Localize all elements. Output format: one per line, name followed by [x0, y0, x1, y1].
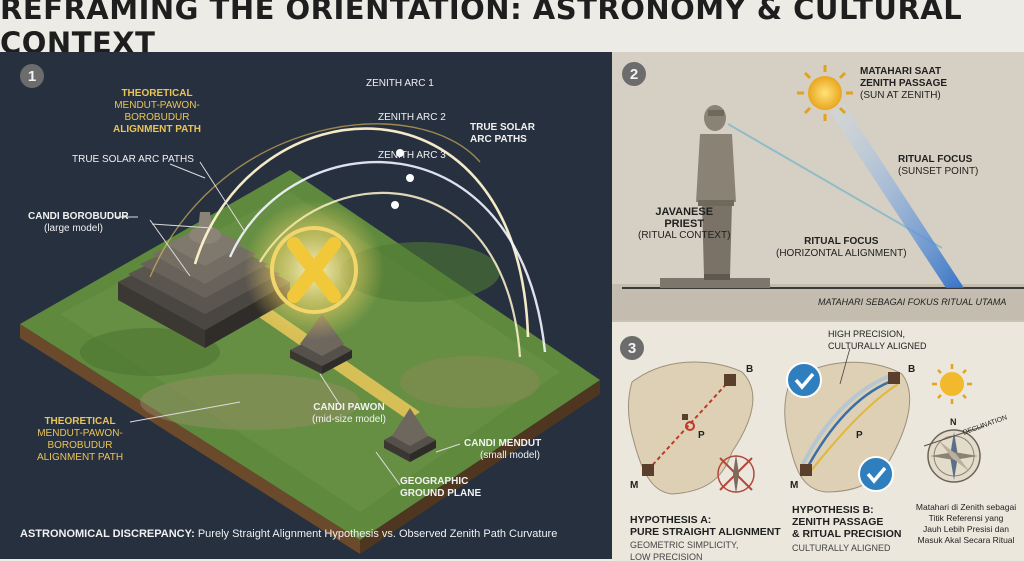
point-m-b	[800, 464, 812, 476]
priest-pedestal	[660, 278, 770, 288]
ritual-illustration	[612, 65, 1024, 320]
theoretical-path-label-top: THEORETICAL MENDUT-PAWON-BOROBUDUR ALIGN…	[113, 88, 201, 135]
borobudur-label: CANDI BOROBUDUR (large model)	[28, 211, 129, 234]
panel-2-number: 2	[622, 62, 646, 86]
zenith-reference-note: Matahari di Zenith sebagai Titik Referen…	[915, 502, 1017, 545]
panel-hypotheses: 3 HIGH PRECISION, CULTURALLY ALIGNED B P…	[612, 320, 1024, 561]
label-m-b: M	[790, 480, 799, 491]
label-b-a: B	[746, 364, 754, 375]
true-solar-label-right: TRUE SOLAR ARC PATHS	[470, 122, 535, 145]
straight-alignment-line	[647, 379, 731, 471]
high-precision-label: HIGH PRECISION, CULTURALLY ALIGNED	[828, 329, 927, 351]
zenith-arc-3-label: ZENITH ARC 3	[378, 150, 446, 161]
label-p-a: P	[698, 430, 705, 441]
theoretical-path-label-bottom: THEORETICAL MENDUT-PAWON-BOROBUDUR ALIGN…	[36, 416, 124, 463]
terrain-illustration	[20, 123, 600, 554]
sun-icon	[797, 65, 853, 121]
sun-beam	[830, 104, 964, 288]
check-icon	[858, 456, 894, 492]
label-p-b: P	[856, 430, 863, 441]
panel-ritual-context: 2 MATAHARI SAAT ZENITH PASSAGE (SUN AT Z…	[612, 52, 1024, 320]
check-icon	[786, 362, 822, 398]
point-m-a	[642, 464, 654, 476]
hypothesis-b-title: HYPOTHESIS B: ZENITH PASSAGE & RITUAL PR…	[792, 504, 902, 540]
point-b-a	[724, 374, 736, 386]
sun-zenith-label: MATAHARI SAAT ZENITH PASSAGE (SUN AT ZEN…	[860, 66, 948, 101]
point-b-b	[888, 372, 900, 384]
ground-caption: MATAHARI SEBAGAI FOKUS RITUAL UTAMA	[818, 297, 1007, 307]
javanese-priest-label: JAVANESE PRIEST (RITUAL CONTEXT)	[638, 206, 731, 241]
zenith-arc-2-label: ZENITH ARC 2	[378, 112, 446, 123]
discrepancy-x-marker	[244, 200, 384, 340]
panel-1-number: 1	[20, 64, 44, 88]
red-compass-icon	[717, 454, 755, 494]
hypotheses-illustration	[627, 347, 985, 495]
candi-mendut-model	[384, 408, 436, 462]
sun-small-icon	[932, 364, 972, 404]
panel-3-number: 3	[620, 336, 644, 360]
hypothesis-a-subtitle: GEOMETRIC SIMPLICITY, LOW PRECISION	[630, 540, 739, 561]
page-title: REFRAMING THE ORIENTATION: ASTRONOMY & C…	[0, 0, 963, 60]
mendut-label: CANDI MENDUT (small model)	[464, 438, 542, 461]
zenith-alignment-curve	[804, 378, 895, 471]
javanese-priest-figure	[696, 105, 736, 280]
label-m-a: M	[630, 480, 639, 491]
ritual-focus-sunset-label: RITUAL FOCUS (SUNSET POINT)	[898, 154, 979, 177]
hypothesis-a-title: HYPOTHESIS A: PURE STRAIGHT ALIGNMENT	[630, 514, 781, 538]
zenith-arc-1-label: ZENITH ARC 1	[366, 78, 434, 89]
ritual-focus-horizontal-label: RITUAL FOCUS (HORIZONTAL ALIGNMENT)	[776, 236, 907, 259]
hypothesis-b-subtitle: CULTURALLY ALIGNED	[792, 543, 891, 553]
ground-plane-label: GEOGRAPHIC GROUND PLANE	[400, 476, 482, 499]
zenith-arc-1-path	[193, 127, 530, 338]
zenith-arc-2-path	[228, 160, 547, 353]
compass-rose-icon	[923, 425, 985, 483]
pawon-label: CANDI PAWON (mid-size model)	[312, 402, 386, 425]
compass-n-label: N	[950, 417, 957, 427]
label-b-b: B	[908, 364, 916, 375]
true-solar-label-left: TRUE SOLAR ARC PATHS	[72, 154, 194, 165]
panel-astronomical-discrepancy: 1 THEORETICAL MENDUT-PAWON-BOROBUDUR ALI…	[0, 52, 612, 559]
terrain-side-right	[360, 380, 600, 554]
terrain-side-left	[20, 324, 360, 554]
astronomical-discrepancy-caption: ASTRONOMICAL DISCREPANCY: Purely Straigh…	[20, 528, 558, 540]
